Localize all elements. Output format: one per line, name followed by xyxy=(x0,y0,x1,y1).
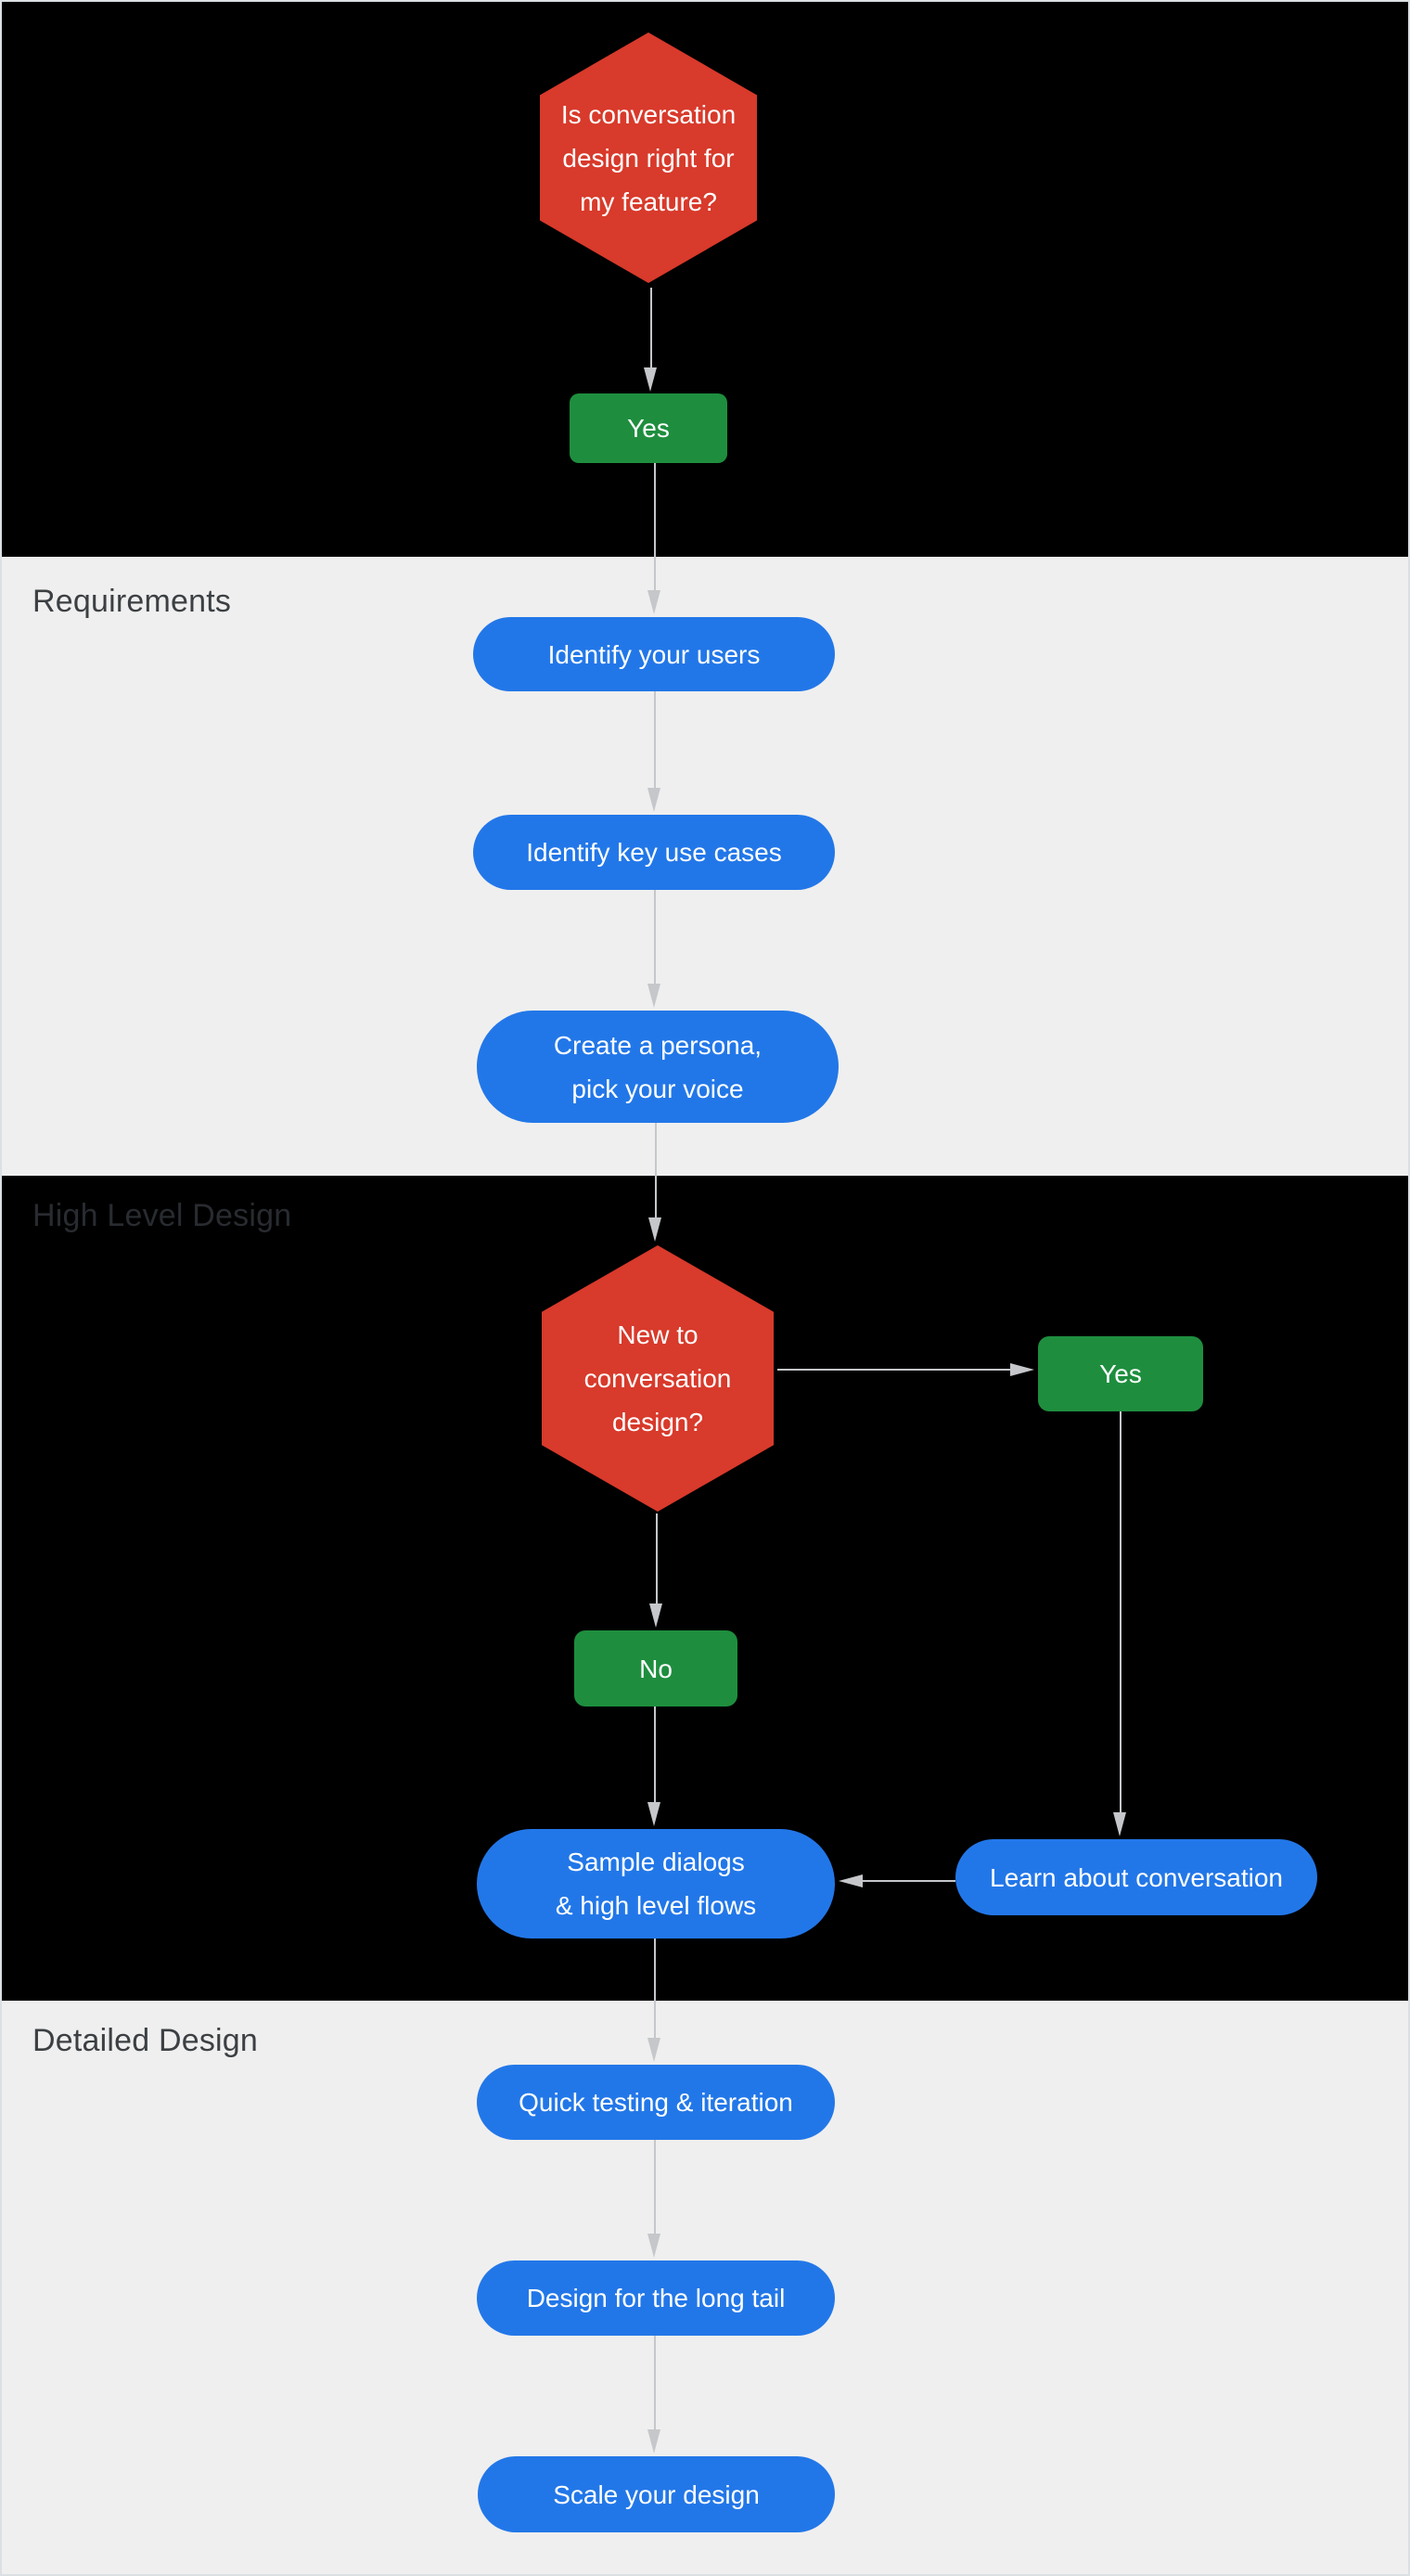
answer-no-button[interactable]: No xyxy=(574,1630,737,1707)
connector-yes-to-learn xyxy=(1120,1411,1122,1812)
connector-sample-to-quick-testing xyxy=(654,1938,656,2038)
section-title-high-level-design: High Level Design xyxy=(32,1198,292,1233)
arrowhead-down-icon xyxy=(647,2038,660,2062)
step-text-line: Sample dialogs xyxy=(567,1848,745,1876)
connector-no-to-sample-dialogs xyxy=(654,1707,656,1802)
decision-text-line: my feature? xyxy=(580,187,717,216)
arrowhead-down-icon xyxy=(647,984,660,1008)
decision-text-line: Is conversation xyxy=(560,99,737,129)
arrowhead-right-icon xyxy=(1010,1363,1034,1376)
step-text-line: pick your voice xyxy=(571,1074,744,1103)
step-identify-your-users[interactable]: Identify your users xyxy=(473,617,835,691)
step-quick-testing-iteration[interactable]: Quick testing & iteration xyxy=(477,2065,835,2140)
step-design-for-long-tail[interactable]: Design for the long tail xyxy=(477,2260,835,2336)
arrowhead-left-icon xyxy=(839,1874,863,1887)
connector-yes-to-identify-users xyxy=(654,463,656,590)
answer-yes-button[interactable]: Yes xyxy=(570,393,727,463)
step-text-line: & high level flows xyxy=(555,1891,757,1920)
connector-fit-to-yes xyxy=(650,288,652,367)
arrowhead-down-icon xyxy=(1113,1812,1126,1836)
decision-text-line: New to xyxy=(617,1320,699,1349)
connector-long-tail-to-scale xyxy=(654,2336,656,2429)
decision-new-to-conversation-design: New to conversation design? xyxy=(542,1245,774,1512)
connector-users-to-use-cases xyxy=(654,691,656,788)
decision-text-line: design right for xyxy=(562,143,735,173)
arrowhead-down-icon xyxy=(644,367,657,392)
step-learn-about-conversation[interactable]: Learn about conversation xyxy=(955,1839,1317,1915)
step-text-line: Create a persona, xyxy=(553,1030,763,1060)
decision-text-line: conversation xyxy=(583,1364,732,1393)
step-identify-key-use-cases[interactable]: Identify key use cases xyxy=(473,815,835,890)
connector-quick-to-long-tail xyxy=(654,2140,656,2234)
arrowhead-down-icon xyxy=(647,2429,660,2454)
arrowhead-down-icon xyxy=(647,1802,660,1826)
connector-new-decision-to-yes xyxy=(777,1369,1010,1371)
connector-new-decision-to-no xyxy=(656,1513,658,1604)
decision-is-conversation-design-right: Is conversation design right for my feat… xyxy=(540,32,757,283)
arrowhead-down-icon xyxy=(649,1604,662,1628)
arrowhead-down-icon xyxy=(647,2234,660,2258)
connector-use-cases-to-persona xyxy=(654,890,656,984)
decision-text-line: design? xyxy=(611,1408,704,1436)
section-title-detailed-design: Detailed Design xyxy=(32,2023,259,2058)
arrowhead-down-icon xyxy=(648,1217,661,1242)
arrowhead-down-icon xyxy=(647,788,660,812)
arrowhead-down-icon xyxy=(647,590,660,614)
step-create-persona-pick-voice[interactable]: Create a persona, pick your voice xyxy=(477,1011,839,1123)
section-title-requirements: Requirements xyxy=(32,584,232,619)
connector-persona-to-new-decision xyxy=(655,1123,657,1217)
connector-learn-to-sample-dialogs xyxy=(863,1880,955,1882)
step-sample-dialogs-high-level-flows[interactable]: Sample dialogs & high level flows xyxy=(477,1829,835,1938)
answer-new-yes-button[interactable]: Yes xyxy=(1038,1336,1203,1411)
step-scale-your-design[interactable]: Scale your design xyxy=(478,2456,835,2532)
